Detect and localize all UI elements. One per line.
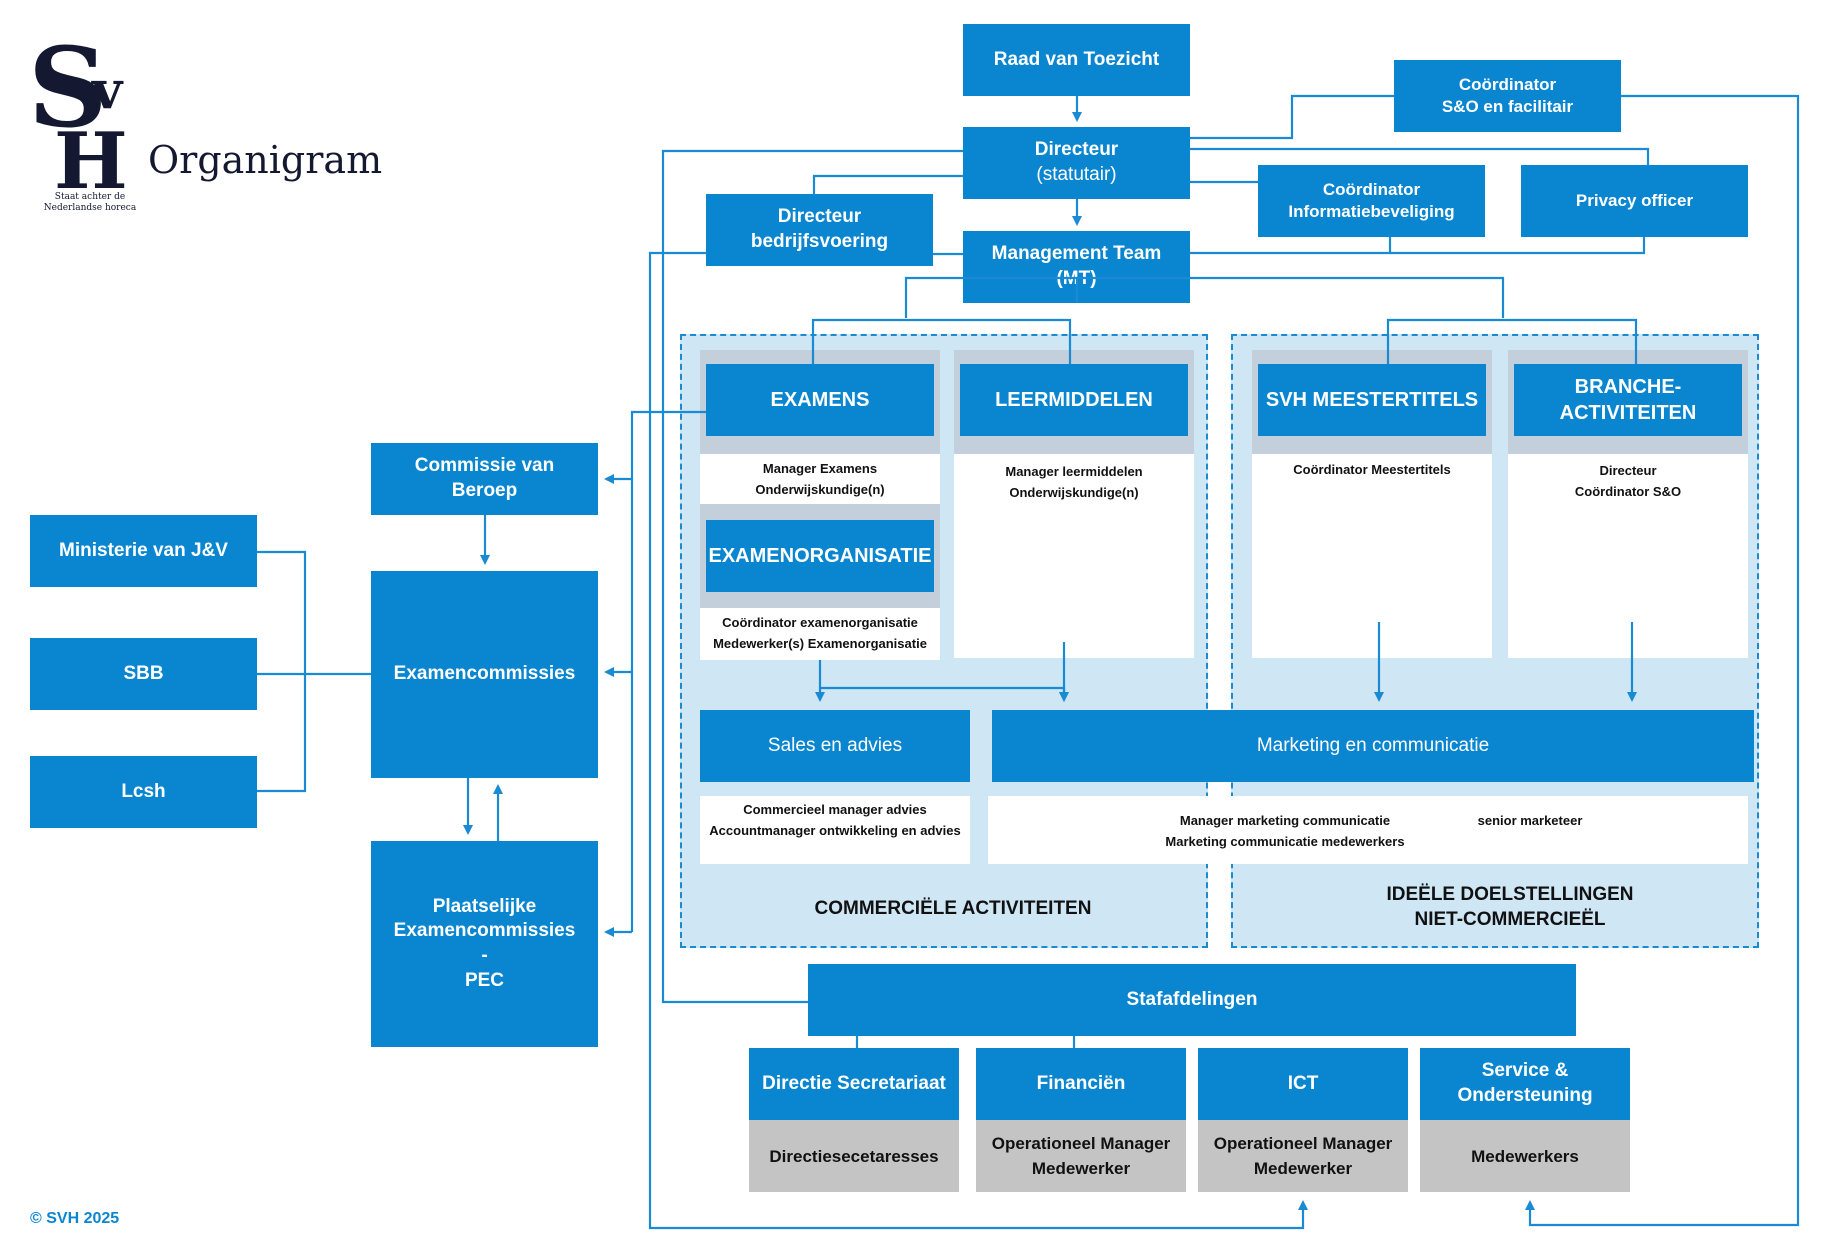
examenorganisatie-staff: Coördinator examenorganisatie Medewerker… bbox=[713, 615, 927, 651]
ict-staff: Operationeel Manager Medewerker bbox=[1198, 1120, 1408, 1192]
line-external-bracket bbox=[257, 550, 307, 793]
directeur-bedrijfsvoering-box: Directeur bedrijfsvoering bbox=[706, 194, 933, 266]
sales-box: Sales en advies bbox=[700, 710, 970, 782]
examens-panel bbox=[700, 454, 940, 504]
examens-box: EXAMENS bbox=[706, 364, 934, 436]
line-branch-meestertitels-branche bbox=[1386, 318, 1638, 364]
line-directeur-bedrijfsvoering bbox=[812, 174, 963, 194]
arrow-coordinator-service bbox=[1525, 94, 1800, 1227]
arrow-examenorg-marketing bbox=[820, 686, 1069, 702]
page-title: Organigram bbox=[148, 138, 383, 182]
service-ondersteuning-staff: Medewerkers bbox=[1420, 1120, 1630, 1192]
arrow-bedrijfsvoering-ict bbox=[648, 251, 1308, 1230]
line-directeur-coordinator-so bbox=[1190, 94, 1394, 140]
line-directeur-staf bbox=[661, 149, 963, 1004]
directie-secretariaat-box: Directie Secretariaat bbox=[749, 1048, 959, 1120]
branche-panel bbox=[1508, 454, 1748, 658]
line-mt-coordinator-info bbox=[1190, 237, 1392, 255]
ministerie-box: Ministerie van J&V bbox=[30, 515, 257, 587]
examencommissies-box: Examencommissies bbox=[371, 571, 598, 778]
service-ondersteuning-box: Service & Ondersteuning bbox=[1420, 1048, 1630, 1120]
line-mt-left-branch bbox=[904, 276, 1079, 318]
meestertitels-box: SVH MEESTERTITELS bbox=[1258, 364, 1486, 436]
leermiddelen-staff: Manager leermiddelen Onderwijskundige(n) bbox=[1005, 464, 1143, 500]
pec-box: Plaatselijke Examencommissies - PEC bbox=[371, 841, 598, 1047]
logo-tagline: Staat achter de Nederlandse horeca bbox=[43, 192, 137, 213]
leermiddelen-box: LEERMIDDELEN bbox=[960, 364, 1188, 436]
commercial-label: COMMERCIËLE ACTIVITEITEN bbox=[814, 898, 1092, 919]
financien-staff: Operationeel Manager Medewerker bbox=[976, 1120, 1186, 1192]
branche-staff: Directeur Coördinator S&O bbox=[1574, 463, 1682, 499]
raad-van-toezicht-box: Raad van Toezicht bbox=[963, 24, 1190, 96]
copyright: © SVH 2025 bbox=[30, 1210, 120, 1227]
marketing-box: Marketing en communicatie bbox=[992, 710, 1754, 782]
marketing-staff-right: senior marketeer bbox=[1477, 813, 1583, 828]
line-directeur-privacy bbox=[1190, 147, 1650, 165]
examenorganisatie-panel bbox=[700, 608, 940, 660]
sales-panel bbox=[700, 796, 970, 864]
examenorganisatie-box: EXAMENORGANISATIE bbox=[706, 520, 934, 592]
lcsh-box: Lcsh bbox=[30, 756, 257, 828]
coordinator-informatiebeveiliging-box: Coördinator Informatiebeveliging bbox=[1258, 165, 1485, 237]
examens-staff: Manager Examens Onderwijskundige(n) bbox=[755, 461, 885, 497]
marketing-staff-left: Manager marketing communicatie Marketing… bbox=[1165, 813, 1405, 849]
sales-staff: Commercieel manager advies Accountmanage… bbox=[709, 802, 961, 838]
ict-box: ICT bbox=[1198, 1048, 1408, 1120]
stafafdelingen-box: Stafafdelingen bbox=[808, 964, 1576, 1036]
commissie-van-beroep-box: Commissie van Beroep bbox=[371, 443, 598, 515]
leermiddelen-panel bbox=[954, 454, 1194, 658]
logo: S v H Staat achter de Nederlandse horeca bbox=[28, 23, 150, 220]
sbb-box: SBB bbox=[30, 638, 257, 710]
meestertitels-panel bbox=[1252, 454, 1492, 658]
ideal-label: IDEËLE DOELSTELLINGEN NIET-COMMERCIEËL bbox=[1386, 884, 1634, 930]
line-examens-left bbox=[630, 410, 706, 932]
line-branch-examens-leermiddelen bbox=[811, 318, 1072, 364]
coordinator-so-box: Coördinator S&O en facilitair bbox=[1394, 60, 1621, 132]
line-mt-right-branch bbox=[1077, 276, 1505, 318]
svg-text:S: S bbox=[30, 30, 107, 152]
directeur-box: Directeur (statutair) bbox=[963, 127, 1190, 199]
svg-text:v: v bbox=[91, 60, 124, 121]
meestertitels-staff: Coördinator Meestertitels bbox=[1293, 462, 1451, 477]
privacy-officer-box: Privacy officer bbox=[1521, 165, 1748, 237]
branche-box: BRANCHE- ACTIVITEITEN bbox=[1514, 364, 1742, 436]
directie-secretariaat-staff: Directiesecetaresses bbox=[749, 1120, 959, 1192]
financien-box: Financiën bbox=[976, 1048, 1186, 1120]
line-mt-privacy bbox=[1390, 237, 1646, 255]
marketing-panel bbox=[988, 796, 1748, 864]
